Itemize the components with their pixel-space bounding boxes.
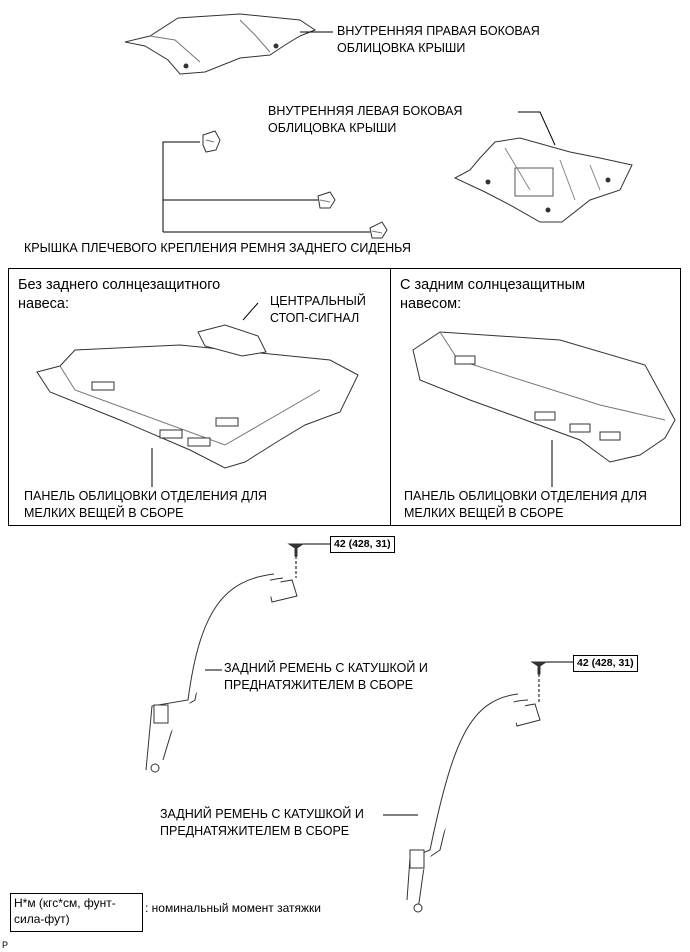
label-belt-2: ЗАДНИЙ РЕМЕНЬ С КАТУШКОЙ И ПРЕДНАТЯЖИТЕЛ… [160,807,364,838]
legend-unit-box: Н*м (кгс*см, фунт- сила-фут) [10,893,143,932]
label-stop-lamp: ЦЕНТРАЛЬНЫЙ СТОП-СИГНАЛ [270,294,366,325]
shoulder-cover-bracket [162,141,370,233]
variant-frame-with-shade [390,268,681,526]
right-panel-part [412,331,676,463]
left-panel-part [36,324,359,469]
legend-description: : номинальный момент затяжки [145,901,321,915]
seat-belt-part-1 [145,543,305,773]
torque-spec-2: 42 (428, 31) [573,655,638,672]
label-shoulder-cover: КРЫШКА ПЛЕЧЕВОГО КРЕПЛЕНИЯ РЕМНЯ ЗАДНЕГО… [24,241,411,255]
label-right-roof-trim: ВНУТРЕННЯЯ ПРАВАЯ БОКОВАЯ ОБЛИЦОВКА КРЫШ… [337,24,540,55]
label-left-roof-trim: ВНУТРЕННЯЯ ЛЕВАЯ БОКОВАЯ ОБЛИЦОВКА КРЫШИ [268,104,463,135]
header-without-shade: Без заднего солнцезащитного навеса: [18,277,221,312]
leader-stop-lamp [242,302,259,321]
left-roof-trim-part [453,137,633,223]
torque-spec-1: 42 (428, 31) [330,536,395,553]
right-roof-trim-part [124,13,317,75]
label-panel-right: ПАНЕЛЬ ОБЛИЦОВКИ ОТДЕЛЕНИЯ ДЛЯ МЕЛКИХ ВЕ… [404,489,647,520]
seat-belt-part-2 [406,661,548,913]
shoulder-cover-part [202,130,388,239]
leader-left-trim [518,111,556,146]
label-belt-1: ЗАДНИЙ РЕМЕНЬ С КАТУШКОЙ И ПРЕДНАТЯЖИТЕЛ… [224,661,428,692]
label-panel-left: ПАНЕЛЬ ОБЛИЦОВКИ ОТДЕЛЕНИЯ ДЛЯ МЕЛКИХ ВЕ… [24,489,267,520]
header-with-shade: С задним солнцезащитным навесом: [400,277,586,312]
footer-code: P [2,940,9,950]
